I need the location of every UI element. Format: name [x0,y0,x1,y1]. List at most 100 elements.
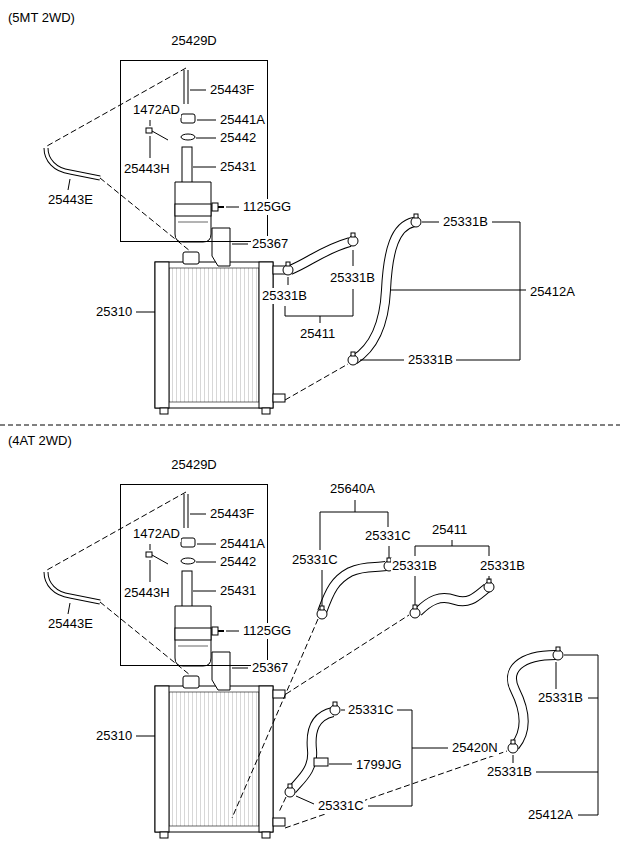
leader-line [389,546,390,558]
callout-number: 25441A [219,536,266,552]
bracket-line [415,546,489,556]
radiator [136,252,285,414]
leader-line [556,662,557,689]
leader-line [320,316,321,323]
callout-number: 25441A [219,112,266,128]
hose-clip [314,758,328,766]
callout-number: 25331B [486,764,533,780]
callout-number: 25442 [219,130,257,146]
leader-line [588,698,598,699]
callout-number: 25412A [527,807,574,823]
bracket-line [564,655,598,815]
callout-number: 25367 [251,660,289,676]
leader-line [329,764,352,765]
bracket-line [456,222,520,360]
callout-number: 25443E [47,192,94,208]
callout-number: 25331C [347,702,395,718]
callout-number: 1472AD [132,526,181,542]
hose-clamp [283,262,293,275]
leader-line [322,570,323,606]
leader-line [489,576,490,580]
leader-lines [296,500,598,815]
hose-clamp [348,233,358,246]
hose-clamp [411,214,421,227]
callout-number: 25411 [299,326,336,342]
callout-number: (4AT 2WD) [7,433,73,449]
hose-clamp [330,702,340,715]
leader-line [296,796,314,804]
callout-number: 25367 [251,236,289,252]
lower-hose [354,222,414,360]
callout-number: 25331C [317,798,365,814]
upper-hose [290,242,350,270]
leader-line [452,540,453,546]
section-separator [0,425,620,426]
leader-line [415,576,416,605]
assembly-number: 25429D [121,33,267,49]
hose-clamp [348,352,358,365]
phantom-line [279,797,286,812]
callout-number: 25431 [219,583,257,599]
phantom-lines [232,615,507,828]
callout-number: 25640A [329,481,376,497]
leader-line [288,277,289,285]
callout-number: 25412A [529,284,576,300]
upper-hose [418,588,487,612]
hose-clamp [553,647,563,660]
callout-number: 25331B [261,288,308,304]
upper-hose [418,588,487,612]
callout-number: 1125GG [242,623,292,639]
hose-clamp [484,579,494,592]
callout-number: 25443F [209,506,255,522]
callout-number: 1125GG [242,199,292,215]
hose-clamp [508,740,518,753]
leader-line [412,748,448,749]
phantom-line [286,615,409,694]
lower-hose [354,222,414,360]
callout-number: 25310 [95,304,133,320]
leader-line [391,290,526,291]
callout-number: 25331B [479,558,526,574]
phantom-line [285,751,507,828]
upper-hose [290,242,350,270]
callout-number: 25420N [451,740,499,756]
radiator [136,676,285,838]
callout-number: (5MT 2WD) [7,10,76,26]
callout-number: 25431 [219,159,257,175]
callout-number: 25442 [219,554,257,570]
leader-lines [285,222,526,360]
callout-number: 25443F [209,82,255,98]
callout-number: 25331C [364,528,412,544]
callout-number: 25331B [329,270,376,286]
callout-number: 25310 [95,728,133,744]
hose-clamp [285,784,295,797]
assembly-number: 25429D [121,457,267,473]
phantom-line [285,364,348,400]
leader-line [360,360,404,361]
callout-number: 25331B [391,558,438,574]
callout-number: 25331B [407,352,454,368]
phantom-line [232,619,318,818]
callout-number: 25411 [431,522,468,538]
callout-number: 25331B [442,214,489,230]
oil-cooler-hose [292,712,333,790]
leader-line [422,222,439,223]
oil-cooler-hose [292,712,333,790]
callout-number: 25443E [47,616,94,632]
leader-line [353,250,354,266]
callout-number: 1799JG [355,757,403,773]
leader-line [355,500,356,512]
callout-number: 25443H [123,161,171,177]
callout-number: 1472AD [132,102,181,118]
oil-cooler-hose [322,566,386,612]
hose-clamp [410,605,420,618]
callout-number: 25331C [291,552,339,568]
leader-line [341,710,345,711]
oil-cooler-hose [322,566,386,612]
leader-line [513,755,514,763]
callout-number: 25331B [537,690,584,706]
hose-clamp [317,606,327,619]
